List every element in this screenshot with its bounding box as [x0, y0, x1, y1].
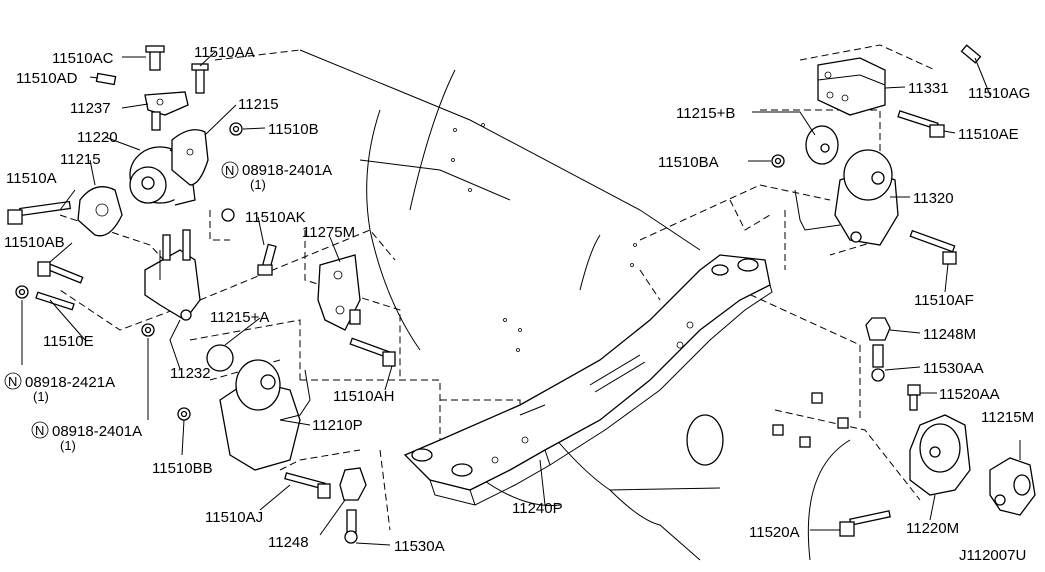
label-11510E: 11510E: [43, 333, 94, 350]
label-11232: 11232: [170, 365, 211, 382]
label-11510AE: 11510AE: [958, 126, 1019, 143]
mount-11210P: [177, 344, 367, 544]
label-11510AJ: 11510AJ: [205, 509, 263, 526]
label-11510AG: 11510AG: [968, 85, 1030, 102]
left-mount-assembly: [7, 45, 277, 337]
label-11215M: 11215M: [981, 409, 1034, 426]
label-11220M: 11220M: [906, 520, 959, 537]
label-11215A: 11215+A: [210, 309, 269, 326]
nut-marker-icon: [4, 372, 22, 390]
label-11220: 11220: [77, 129, 118, 146]
label-08918-2401A-low: 08918-2401A: [52, 423, 142, 440]
label-11275M: 11275M: [302, 224, 355, 241]
label-11530A: 11530A: [394, 538, 445, 555]
nut-marker-symbol: N: [8, 374, 17, 389]
label-11510AD: 11510AD: [16, 70, 78, 87]
label-11237: 11237: [70, 100, 111, 117]
label-08918-2401A-low-qty: (1): [60, 438, 76, 453]
label-08918-2401A-top: 08918-2401A: [242, 162, 332, 179]
nut-marker-symbol: N: [35, 423, 44, 438]
label-11331: 11331: [908, 80, 949, 97]
nut-marker-icon: [221, 161, 239, 179]
label-11510AK: 11510AK: [245, 209, 306, 226]
label-11510A: 11510A: [6, 170, 57, 187]
nut-markers: N N N: [4, 161, 239, 439]
label-11510BA: 11510BA: [658, 154, 719, 171]
label-11510B: 11510B: [268, 121, 319, 138]
nut-marker-icon: [31, 421, 49, 439]
label-11248-low: 11248: [268, 534, 309, 551]
label-11510AA: 11510AA: [194, 44, 255, 61]
leader-lines: [21, 51, 1021, 546]
nut-marker-symbol: N: [225, 163, 234, 178]
label-08918-2421A: 08918-2421A: [25, 374, 115, 391]
label-11510AH: 11510AH: [333, 388, 394, 405]
label-11510AB: 11510AB: [4, 234, 65, 251]
label-11510AC: 11510AC: [52, 50, 114, 67]
label-11215-top: 11215: [238, 96, 279, 113]
label-08918-2421A-qty: (1): [33, 389, 49, 404]
label-11240P: 11240P: [512, 500, 563, 517]
label-11510AF: 11510AF: [914, 292, 974, 309]
label-11520AA: 11520AA: [939, 386, 1000, 403]
engine-outline: [299, 49, 851, 561]
part-labels: 11510AC 11510AD 11510AA 11237 11215 1122…: [4, 44, 1034, 564]
crossmember-11240P: [403, 254, 773, 506]
label-11210P: 11210P: [312, 417, 363, 434]
bracket-11275M: [317, 254, 396, 367]
label-11520A: 11520A: [749, 524, 800, 541]
diagram-code: J112007U: [959, 547, 1026, 564]
label-11530AA: 11530AA: [923, 360, 984, 377]
label-11215-left: 11215: [60, 151, 101, 168]
label-11320: 11320: [913, 190, 954, 207]
label-11510BB: 11510BB: [152, 460, 213, 477]
label-11248M: 11248M: [923, 326, 976, 343]
right-lower-parts: [772, 317, 1036, 537]
label-08918-2401A-top-qty: (1): [250, 177, 266, 192]
right-mount-assembly: [771, 44, 982, 265]
label-11215B: 11215+B: [676, 105, 735, 122]
